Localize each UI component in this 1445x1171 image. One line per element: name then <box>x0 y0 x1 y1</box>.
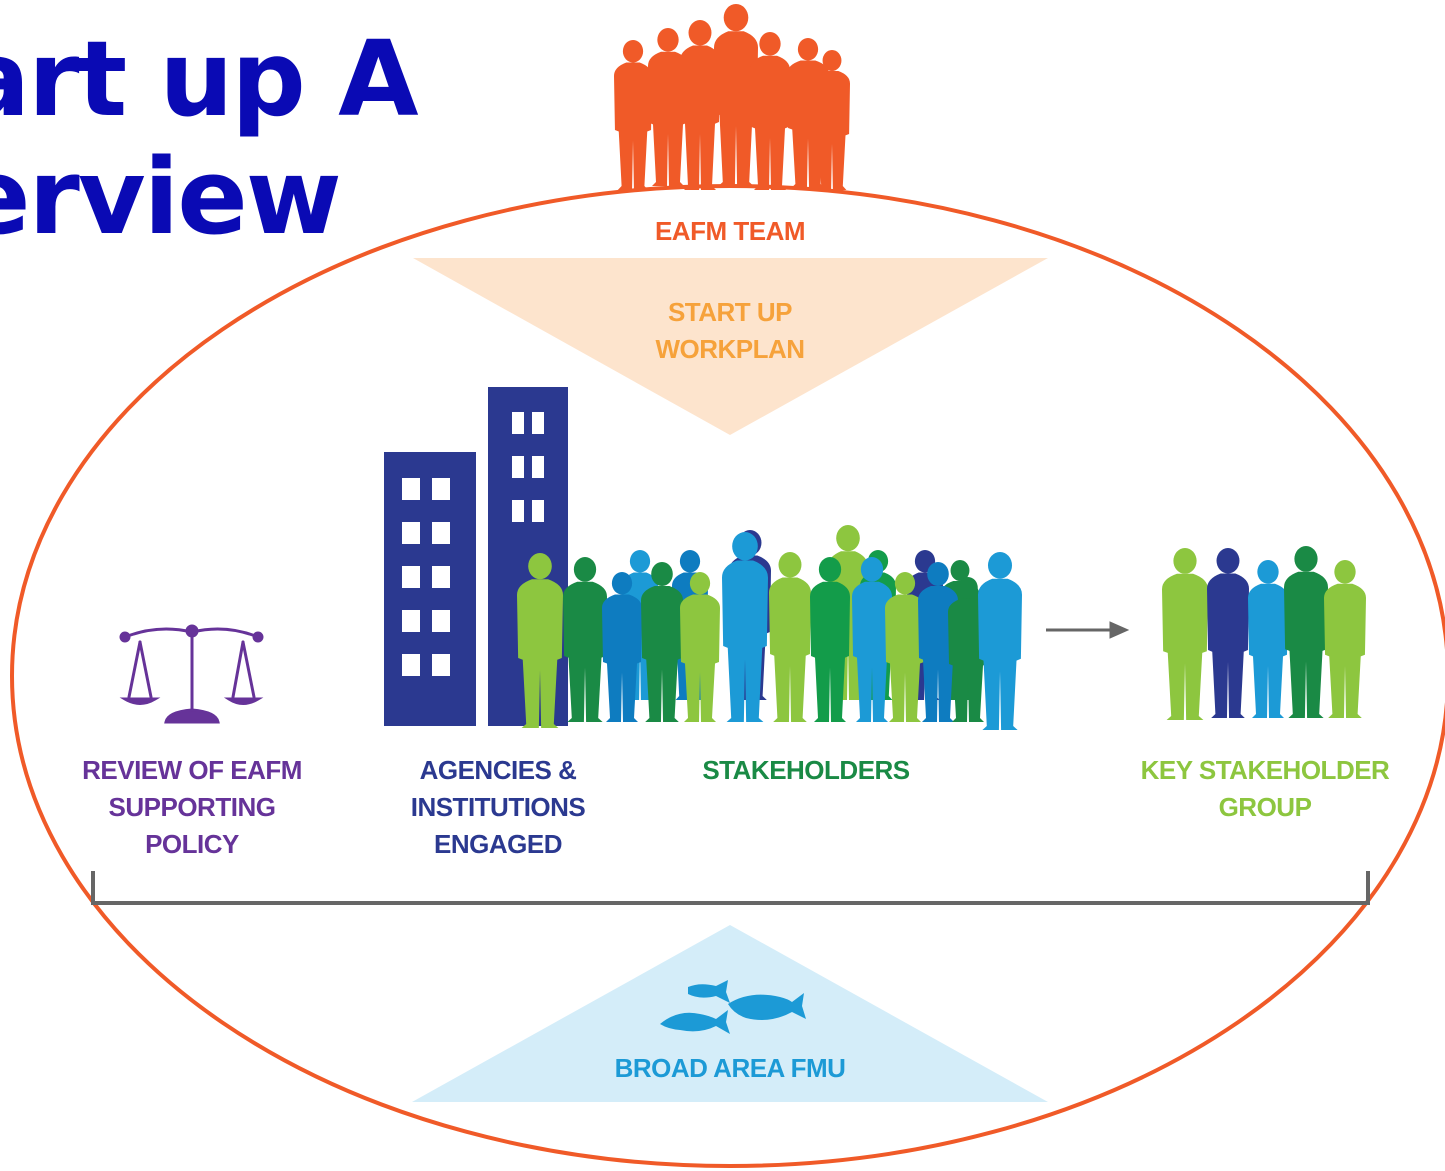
key-stakeholder-group-label: KEY STAKEHOLDER GROUP <box>1140 755 1390 822</box>
crowd-icon <box>517 525 1022 730</box>
scales-icon <box>119 624 264 724</box>
crowd-person-13 <box>978 552 1022 730</box>
crowd-person-4 <box>641 562 683 722</box>
page-title: art up A erview <box>0 18 419 258</box>
broad-area-fmu-label: BROAD AREA FMU <box>614 1053 846 1083</box>
fish-icon <box>660 980 806 1034</box>
policy-label: REVIEW OF EAFM SUPPORTING POLICY <box>82 755 302 859</box>
crowd-person-6 <box>722 532 768 722</box>
arrow-right-icon <box>1046 621 1130 639</box>
team-person-7 <box>814 50 850 190</box>
team-person-1 <box>614 40 652 190</box>
crowd-person-11 <box>918 562 958 722</box>
title-line-2: erview <box>0 136 342 258</box>
crowd-person-5 <box>680 572 720 722</box>
key-group-person-5 <box>1324 560 1366 718</box>
team-person-2 <box>648 27 688 187</box>
crowd-person-9 <box>852 557 892 722</box>
crowd-person-8 <box>810 557 850 722</box>
team-person-4 <box>714 4 758 186</box>
crowd-person-3 <box>602 572 642 722</box>
stakeholders-label: STAKEHOLDERS <box>702 755 910 785</box>
team-person-5 <box>750 31 790 191</box>
key-group-person-4 <box>1284 546 1328 718</box>
key-group-person-1 <box>1162 548 1208 720</box>
workplan-label: START UP WORKPLAN <box>655 297 805 364</box>
crowd-person-12 <box>948 577 988 722</box>
title-line-1: art up A <box>0 18 419 140</box>
key-group-person-2 <box>1207 548 1249 718</box>
people-group-icon <box>614 4 850 191</box>
crowd-person-10 <box>885 572 925 722</box>
building-short <box>384 452 476 726</box>
workplan-funnel <box>413 258 1048 435</box>
key-group-people-icon <box>1162 546 1366 720</box>
agencies-label: AGENCIES & INSTITUTIONS ENGAGED <box>410 755 586 859</box>
key-group-person-3 <box>1248 560 1288 718</box>
fmu-base-triangle <box>412 925 1048 1102</box>
eafm-team-label: EAFM TEAM <box>654 216 806 246</box>
team-person-3 <box>680 20 720 190</box>
crowd-person-7 <box>769 552 811 722</box>
buildings-icon <box>384 387 568 726</box>
crowd-person-1 <box>517 553 563 728</box>
scope-bracket <box>91 871 1370 905</box>
crowd-person-2 <box>563 557 607 722</box>
